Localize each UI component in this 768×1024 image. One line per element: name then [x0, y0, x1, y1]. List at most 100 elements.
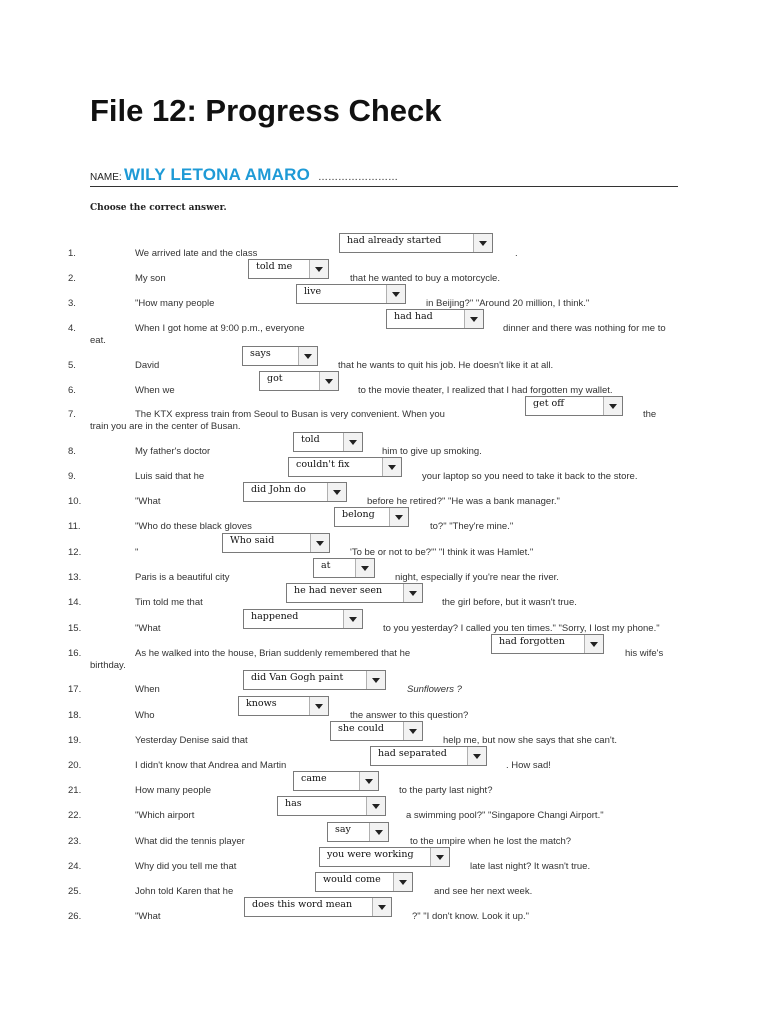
selected-answer: belong — [342, 509, 375, 520]
answer-dropdown-13[interactable]: at — [313, 558, 375, 578]
selected-answer: you were working — [327, 849, 414, 860]
answer-dropdown-6[interactable]: got — [259, 371, 339, 391]
chevron-down-icon[interactable] — [389, 508, 408, 526]
question-text: Why did you tell me that — [135, 861, 237, 872]
answer-dropdown-18[interactable]: knows — [238, 696, 329, 716]
question-text: to?" "They're mine." — [430, 521, 514, 532]
chevron-down-icon[interactable] — [584, 635, 603, 653]
answer-dropdown-22[interactable]: has — [277, 796, 386, 816]
selected-answer: she could — [338, 723, 384, 734]
question-number: 3. — [68, 298, 76, 309]
answer-dropdown-2[interactable]: told me — [248, 259, 329, 279]
answer-dropdown-1[interactable]: had already started — [339, 233, 493, 253]
selected-answer: get off — [533, 398, 565, 409]
question-number: 4. — [68, 323, 76, 334]
answer-dropdown-7[interactable]: get off — [525, 396, 623, 416]
question-text: dinner and there was nothing for me to — [503, 323, 666, 334]
question-text: . How sad! — [506, 760, 551, 771]
chevron-down-icon[interactable] — [467, 747, 486, 765]
question-number: 24. — [68, 861, 82, 872]
selected-answer: did John do — [251, 484, 306, 495]
answer-dropdown-20[interactable]: had separated — [370, 746, 487, 766]
question-text: the — [643, 409, 657, 420]
selected-answer: say — [335, 824, 351, 835]
answer-dropdown-16[interactable]: had forgotten — [491, 634, 604, 654]
answer-dropdown-5[interactable]: says — [242, 346, 318, 366]
chevron-down-icon[interactable] — [369, 823, 388, 841]
answer-dropdown-23[interactable]: say — [327, 822, 389, 842]
answer-dropdown-10[interactable]: did John do — [243, 482, 347, 502]
selected-answer: told me — [256, 261, 293, 272]
question-text: to you yesterday? I called you ten times… — [383, 623, 660, 634]
answer-dropdown-8[interactable]: told — [293, 432, 363, 452]
answer-dropdown-15[interactable]: happened — [243, 609, 363, 629]
answer-dropdown-4[interactable]: had had — [386, 309, 484, 329]
answer-dropdown-19[interactable]: she could — [330, 721, 423, 741]
answer-dropdown-17[interactable]: did Van Gogh paint — [243, 670, 386, 690]
chevron-down-icon[interactable] — [386, 285, 405, 303]
chevron-down-icon[interactable] — [309, 697, 328, 715]
chevron-down-icon[interactable] — [430, 848, 449, 866]
question-text: 'To be or not to be?'" "I think it was H… — [350, 547, 534, 558]
chevron-down-icon[interactable] — [355, 559, 374, 577]
chevron-down-icon[interactable] — [359, 772, 378, 790]
question-text: When — [135, 684, 160, 695]
chevron-down-icon[interactable] — [366, 797, 385, 815]
selected-answer: had had — [394, 311, 433, 322]
chevron-down-icon[interactable] — [298, 347, 317, 365]
selected-answer: had already started — [347, 235, 442, 246]
chevron-down-icon[interactable] — [464, 310, 483, 328]
chevron-down-icon[interactable] — [309, 260, 328, 278]
answer-dropdown-14[interactable]: he had never seen — [286, 583, 423, 603]
selected-answer: says — [250, 348, 271, 359]
chevron-down-icon[interactable] — [343, 433, 362, 451]
chevron-down-icon[interactable] — [310, 534, 329, 552]
question-text: My son — [135, 273, 166, 284]
question-text: "What — [135, 496, 161, 507]
answer-dropdown-26[interactable]: does this word mean — [244, 897, 392, 917]
answer-dropdown-21[interactable]: came — [293, 771, 379, 791]
question-number: 11. — [68, 521, 81, 532]
selected-answer: had forgotten — [499, 636, 565, 647]
chevron-down-icon[interactable] — [319, 372, 338, 390]
answer-dropdown-24[interactable]: you were working — [319, 847, 450, 867]
question-text: How many people — [135, 785, 212, 796]
answer-dropdown-3[interactable]: live — [296, 284, 406, 304]
question-text: "How many people — [135, 298, 215, 309]
chevron-down-icon[interactable] — [327, 483, 346, 501]
question-text: ?" "I don't know. Look it up." — [412, 911, 530, 922]
question-text: Who — [135, 710, 155, 721]
question-text: Tim told me that — [135, 597, 203, 608]
question-number: 20. — [68, 760, 82, 771]
question-text: My father's doctor — [135, 446, 211, 457]
question-text: "What — [135, 623, 161, 634]
question-text: before he retired?" "He was a bank manag… — [367, 496, 560, 507]
question-number: 18. — [68, 710, 82, 721]
chevron-down-icon[interactable] — [393, 873, 412, 891]
question-text: eat. — [90, 335, 106, 346]
answer-dropdown-9[interactable]: couldn't fix — [288, 457, 402, 477]
question-text: The KTX express train from Seoul to Busa… — [135, 409, 445, 420]
chevron-down-icon[interactable] — [403, 722, 422, 740]
question-text: help me, but now she says that she can't… — [443, 735, 617, 746]
question-text: your laptop so you need to take it back … — [422, 471, 638, 482]
selected-answer: at — [321, 560, 331, 571]
question-text: the answer to this question? — [350, 710, 469, 721]
selected-answer: does this word mean — [252, 899, 353, 910]
chevron-down-icon[interactable] — [372, 898, 391, 916]
chevron-down-icon[interactable] — [473, 234, 492, 252]
chevron-down-icon[interactable] — [403, 584, 422, 602]
chevron-down-icon[interactable] — [343, 610, 362, 628]
question-number: 17. — [68, 684, 82, 695]
answer-dropdown-12[interactable]: Who said — [222, 533, 330, 553]
selected-answer: got — [267, 373, 283, 384]
answer-dropdown-11[interactable]: belong — [334, 507, 409, 527]
chevron-down-icon[interactable] — [603, 397, 622, 415]
question-text: Paris is a beautiful city — [135, 572, 230, 583]
question-number: 13. — [68, 572, 82, 583]
selected-answer: live — [304, 286, 322, 297]
answer-dropdown-25[interactable]: would come — [315, 872, 413, 892]
question-text: to the party last night? — [399, 785, 493, 796]
chevron-down-icon[interactable] — [382, 458, 401, 476]
chevron-down-icon[interactable] — [366, 671, 385, 689]
